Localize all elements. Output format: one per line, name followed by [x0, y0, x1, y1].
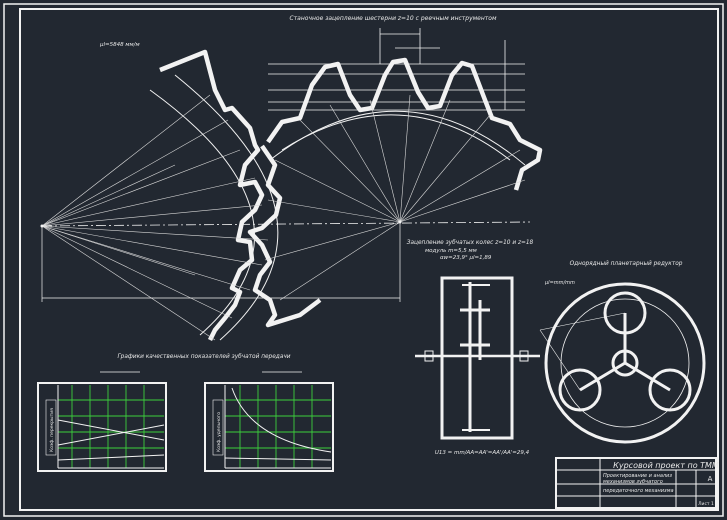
graphs-title: Графики качественных показателей зубчато…: [117, 354, 290, 360]
gear-large-teeth: [159, 49, 265, 342]
graph-left: Коэф. перекрытия: [37, 371, 167, 472]
gear-pair-title: Зацепление зубчатых колес z=10 и z=18: [407, 240, 534, 246]
gear-small-rim2: [281, 114, 511, 161]
gear-large-rim: [149, 89, 256, 336]
stamp-line3: передаточного механизма: [603, 488, 674, 494]
inner-frame: [19, 8, 719, 511]
scale-label-left: μl=5848 мм/м: [99, 42, 140, 48]
outer-frame: [3, 3, 724, 517]
pole-right: [398, 220, 402, 224]
stamp-line2: механизмов зубчатого: [603, 479, 663, 485]
alpha-line: αw=23,9° μl=1,89: [440, 255, 492, 261]
stamp-title: Курсовой проект по ТММ: [613, 461, 719, 470]
construction-rays-left: [41, 94, 269, 341]
graph-right-axis-label: Коэф. удельного: [216, 412, 222, 452]
reducer-title: Однорядный планетарный редуктор: [570, 261, 683, 267]
title-block: [555, 457, 717, 509]
reducer-note: U13 = mm/AA=AA'=AA'/AA'=29,4: [435, 450, 530, 456]
stamp-line1: Проектирование и анализ: [603, 473, 672, 479]
gear-mesh-teeth: [247, 144, 322, 328]
gearing-title: Станочное зацепление шестерни z=10 с рее…: [290, 15, 497, 22]
gear-small-teeth: [266, 57, 543, 191]
reducer-scheme: [415, 276, 540, 440]
stamp-letter: А: [708, 475, 713, 483]
centre-line: [41, 221, 531, 227]
reducer-scale: μl=mm/mm: [544, 280, 575, 286]
pole-left: [40, 224, 44, 228]
module-line: модуль m=5,5 мм: [425, 248, 477, 254]
planetary-view: [539, 282, 706, 444]
graph-left-axis-label: Коэф. перекрытия: [49, 408, 55, 452]
gear-large-rim2: [174, 74, 279, 341]
construction-rays-right: [264, 94, 526, 301]
graph-right: Коэф. удельного: [204, 371, 334, 472]
stamp-sheet: Лист 1: [698, 501, 714, 507]
